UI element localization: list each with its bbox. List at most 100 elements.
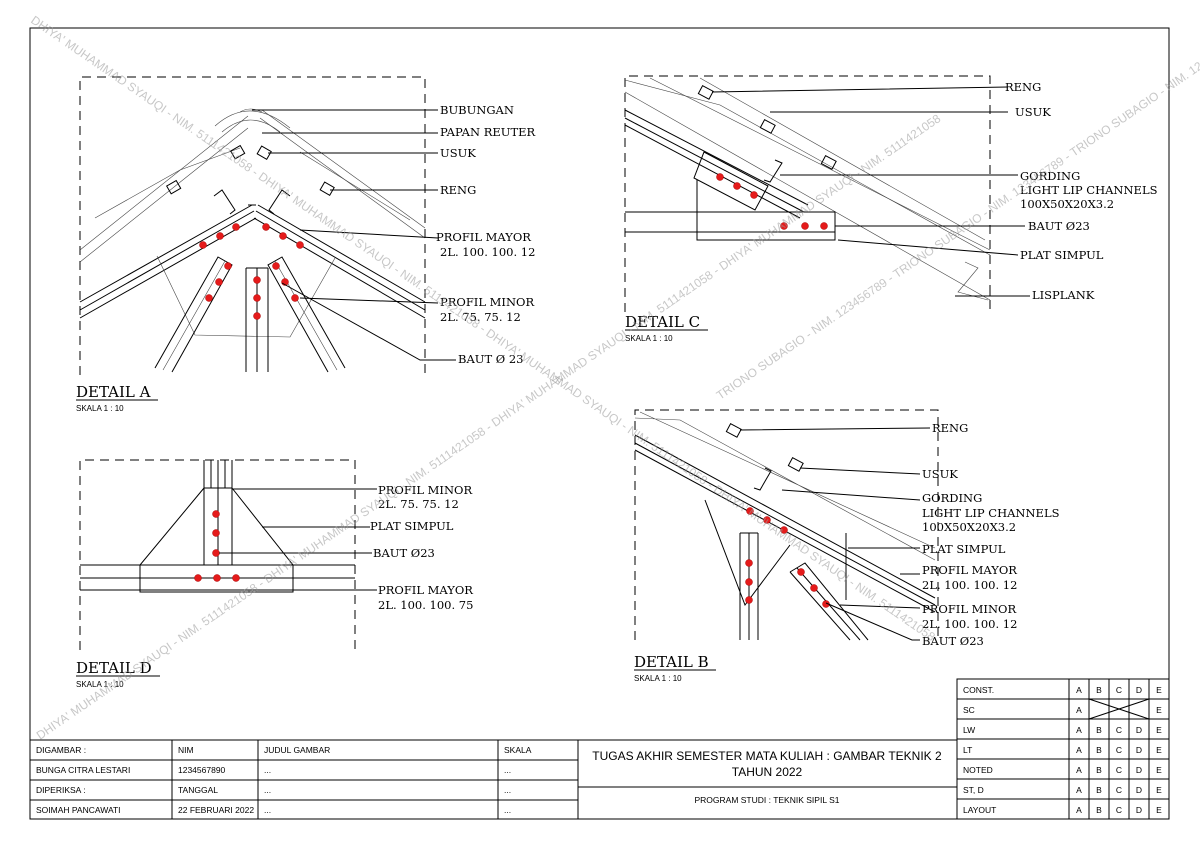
tb-judul-label: JUDUL GAMBAR	[264, 745, 330, 755]
tb-skala-value-2: ...	[504, 785, 511, 795]
sc-cross-2	[1088, 698, 1150, 720]
c-label-baut: BAUT Ø23	[1028, 219, 1090, 233]
tb-digambar-label: DIGAMBAR :	[36, 745, 86, 755]
checklist-cell: B	[1096, 785, 1102, 795]
label-profil-mayor: PROFIL MAYOR	[436, 230, 531, 244]
detail-b-title: DETAIL B	[634, 653, 709, 671]
tb-tanggal-label: TANGGAL	[178, 785, 218, 795]
detail-d-scale: SKALA 1 : 10	[76, 680, 124, 689]
checklist-cell: D	[1136, 685, 1142, 695]
tb-judul-value-3: ...	[264, 805, 271, 815]
b-label-reng: RENG	[932, 421, 968, 435]
checklist-cell: E	[1156, 785, 1162, 795]
d-label-mayor: PROFIL MAYOR	[378, 583, 473, 597]
detail-d: PROFIL MINOR 2L. 75. 75. 12 PLAT SIMPUL …	[76, 459, 473, 689]
checklist-cell: E	[1156, 765, 1162, 775]
tb-judul-value-2: ...	[264, 785, 271, 795]
tb-tanggal-value: 22 FEBRUARI 2022	[178, 805, 254, 815]
b-label-minor: PROFIL MINOR	[922, 602, 1016, 616]
label-profil-minor: PROFIL MINOR	[440, 295, 534, 309]
checklist-row-label: SC	[963, 705, 975, 715]
title-block: DIGAMBAR : BUNGA CITRA LESTARI DIPERIKSA…	[29, 739, 958, 820]
checklist-cell: E	[1156, 745, 1162, 755]
checklist-cell: B	[1096, 745, 1102, 755]
checklist-row-label: LT	[963, 745, 972, 755]
bolts-b	[745, 507, 830, 608]
sheet-border	[29, 27, 1170, 820]
checklist-cell: E	[1156, 725, 1162, 735]
b-label-usuk: USUK	[922, 467, 958, 481]
c-label-lisplank: LISPLANK	[1032, 288, 1095, 302]
c-label-reng: RENG	[1005, 80, 1041, 94]
bolts-a	[199, 223, 304, 320]
d-label-baut: BAUT Ø23	[373, 546, 435, 560]
checklist-cell: A	[1076, 725, 1082, 735]
checklist-cell: C	[1116, 745, 1122, 755]
checklist-row-label: NOTED	[963, 765, 993, 775]
checklist-row-label: LAYOUT	[963, 805, 996, 815]
checklist-cell: A	[1076, 685, 1082, 695]
tb-nim-value: 1234567890	[178, 765, 226, 775]
detail-a-title: DETAIL A	[76, 383, 151, 401]
b-label-plat: PLAT SIMPUL	[922, 542, 1006, 556]
checklist-cell: C	[1116, 805, 1122, 815]
tb-nim-label: NIM	[178, 745, 194, 755]
tb-digambar-name: BUNGA CITRA LESTARI	[36, 765, 130, 775]
d-label-minor-size: 2L. 75. 75. 12	[378, 497, 459, 511]
b-label-mayor-size: 2L. 100. 100. 12	[922, 578, 1017, 592]
checklist-cell: D	[1136, 785, 1142, 795]
tb-skala-value: ...	[504, 765, 511, 775]
watermark-text-2: DHIYA' MUHAMMAD SYAUQI - NIM. 5111421058…	[34, 111, 944, 742]
c-label-gording-type: LIGHT LIP CHANNELS	[1020, 183, 1158, 197]
b-label-gording-size: 100X50X20X3.2	[922, 520, 1016, 534]
checklist-cell: C	[1116, 685, 1122, 695]
detail-d-title: DETAIL D	[76, 659, 152, 677]
checklist-cell: D	[1136, 745, 1142, 755]
checklist-cell: B	[1096, 765, 1102, 775]
c-label-usuk: USUK	[1015, 105, 1051, 119]
b-label-gording-type: LIGHT LIP CHANNELS	[922, 506, 1060, 520]
d-label-mayor-size: 2L. 100. 100. 75	[378, 598, 473, 612]
checklist-cell: A	[1076, 745, 1082, 755]
tb-skala-label: SKALA	[504, 745, 532, 755]
checklist-cell: A	[1076, 805, 1082, 815]
c-label-plat: PLAT SIMPUL	[1020, 248, 1104, 262]
checklist-cell: E	[1156, 705, 1162, 715]
b-label-gording: GORDING	[922, 491, 982, 505]
b-label-minor-size: 2L. 100. 100. 12	[922, 617, 1017, 631]
checklist-cell: A	[1076, 765, 1082, 775]
label-profil-mayor-size: 2L. 100. 100. 12	[440, 245, 535, 259]
detail-b-scale: SKALA 1 : 10	[634, 674, 682, 683]
checklist-cell: A	[1076, 705, 1082, 715]
checklist-cell: C	[1116, 725, 1122, 735]
bolts-d	[194, 510, 240, 582]
detail-a: BUBUNGAN PAPAN REUTER USUK RENG PROFIL M…	[76, 76, 536, 413]
d-label-plat: PLAT SIMPUL	[370, 519, 454, 533]
d-label-minor: PROFIL MINOR	[378, 483, 472, 497]
label-bubungan: BUBUNGAN	[440, 103, 514, 117]
bolts-c	[716, 173, 828, 230]
checklist-cell: A	[1076, 785, 1082, 795]
checklist-row-label: CONST.	[963, 685, 994, 695]
tb-skala-value-3: ...	[504, 805, 511, 815]
label-baut: BAUT Ø 23	[458, 352, 524, 366]
c-label-gording-size: 100X50X20X3.2	[1020, 197, 1114, 211]
tb-tahun: TAHUN 2022	[732, 765, 803, 779]
checklist-cell: E	[1156, 805, 1162, 815]
c-label-gording: GORDING	[1020, 169, 1080, 183]
checklist-row-label: ST, D	[963, 785, 984, 795]
checklist-cell: E	[1156, 685, 1162, 695]
checklist-cell: C	[1116, 765, 1122, 775]
label-reng: RENG	[440, 183, 476, 197]
detail-c-scale: SKALA 1 : 10	[625, 334, 673, 343]
checklist-cell: B	[1096, 725, 1102, 735]
checklist-cell: B	[1096, 805, 1102, 815]
detail-c-title: DETAIL C	[625, 313, 700, 331]
detail-b: RENG USUK GORDING LIGHT LIP CHANNELS 100…	[634, 409, 1060, 683]
tb-diperiksa-label: DIPERIKSA :	[36, 785, 86, 795]
watermark: DHIYA' MUHAMMAD SYAUQI - NIM. 5111421058…	[28, 13, 1200, 743]
tb-tugas: TUGAS AKHIR SEMESTER MATA KULIAH : GAMBA…	[592, 749, 942, 763]
b-label-mayor: PROFIL MAYOR	[922, 563, 1017, 577]
